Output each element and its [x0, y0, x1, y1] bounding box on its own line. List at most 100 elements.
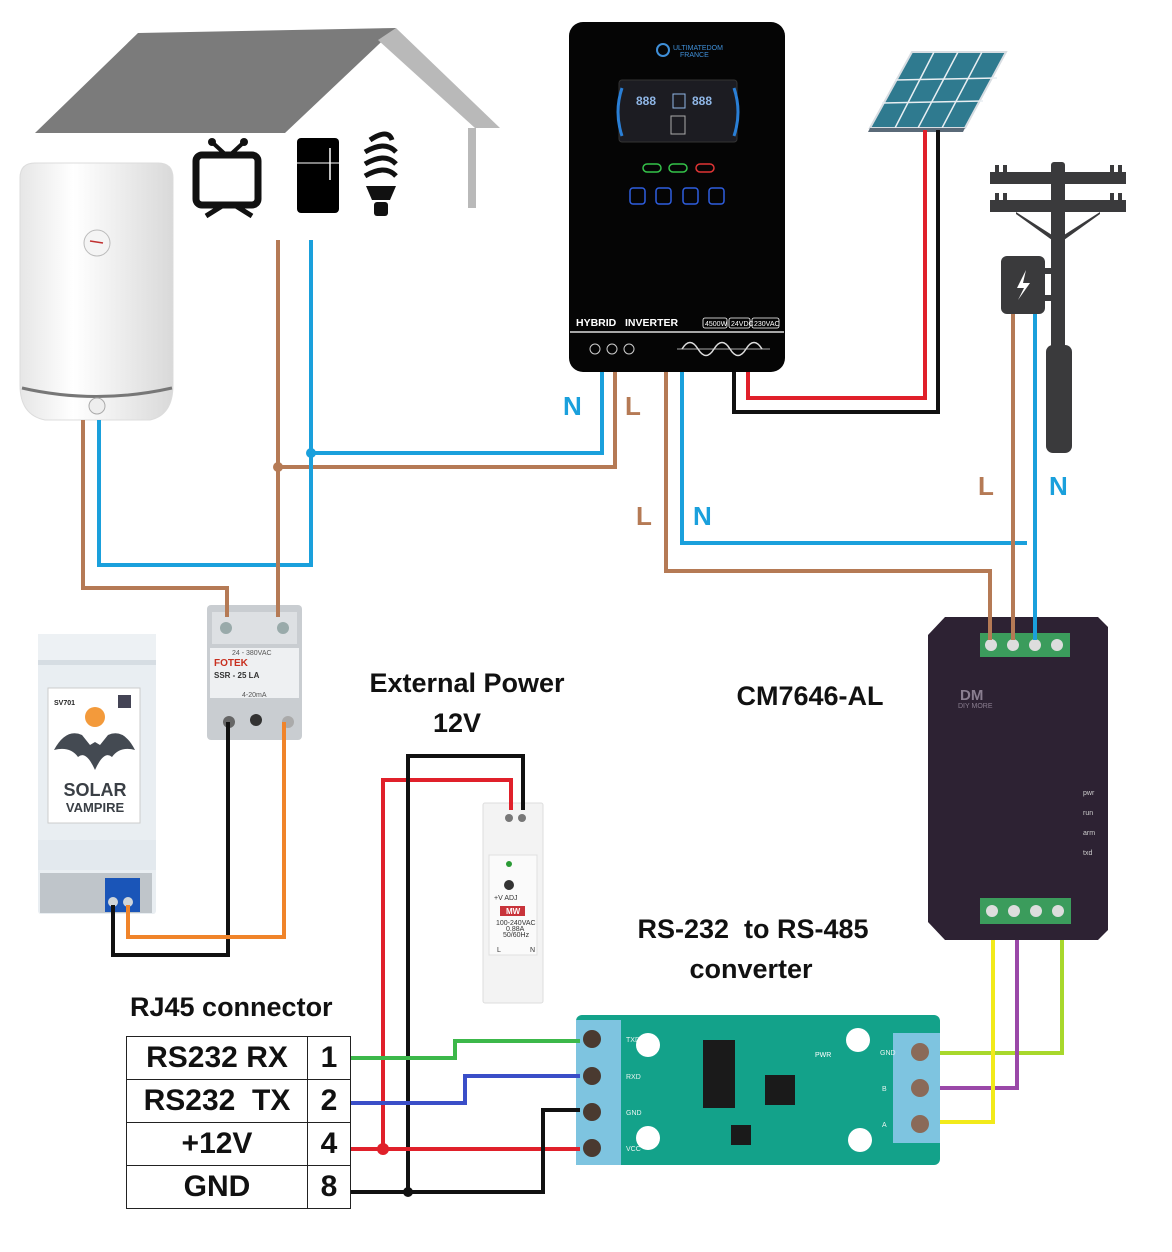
- ssr-brand: FOTEK: [214, 658, 249, 669]
- junction-12v: [377, 1143, 389, 1155]
- svg-text:ULTIMATEDOM: ULTIMATEDOM: [673, 45, 723, 52]
- ssr-rating: 24 - 380VAC: [232, 650, 272, 657]
- wire-485-gnd: [940, 940, 1064, 1055]
- inverter-down-button: [682, 187, 699, 205]
- terminal-block: [105, 878, 140, 912]
- signal-cell: GND: [126, 1165, 308, 1209]
- wire-house-live: [276, 240, 617, 469]
- svg-text:888: 888: [636, 94, 656, 108]
- junction-gnd: [403, 1187, 413, 1197]
- energy-meter-cm7646: DM DIY MORE pwr run arm txd: [928, 617, 1108, 940]
- wire-gnd: [350, 1108, 580, 1194]
- solar-vampire-device: SV701 SOLAR VAMPIRE: [38, 634, 156, 914]
- wire-485-a: [940, 940, 995, 1124]
- wire-inverter-in-neutral: [680, 372, 1027, 545]
- inverter-label: HYBRID INVERTER: [576, 317, 679, 329]
- inverter-badges: 4500W 24VDC 230VAC: [702, 317, 780, 329]
- led-txd: txd: [1083, 850, 1092, 857]
- wire-rs232-tx: [350, 1074, 580, 1105]
- svg-text:888: 888: [692, 94, 712, 108]
- house-wall: [468, 128, 476, 208]
- pin-485-a: A: [882, 1122, 887, 1129]
- lightning-icon: [1017, 270, 1030, 300]
- lightbulb-icon: [363, 131, 398, 216]
- led-arm: arm: [1083, 830, 1095, 837]
- wire-rs232-rx: [350, 1039, 580, 1060]
- psu-freq: 50/60Hz: [503, 932, 530, 939]
- wire-heater-neutral: [97, 420, 313, 567]
- label-inverter-out-l: L: [625, 391, 641, 421]
- badge-power: 4500W: [705, 321, 728, 328]
- label-inverter-in-l: L: [636, 501, 652, 531]
- junction-neutral: [306, 448, 316, 458]
- wires: [81, 130, 1064, 1197]
- meter-brand: DM: [960, 687, 983, 704]
- badge-ac: 230VAC: [754, 321, 780, 328]
- solid-state-relay: FOTEK SSR - 25 LA 24 - 380VAC 4-20mA: [207, 605, 302, 740]
- pin-485-b: B: [882, 1086, 887, 1093]
- label-inverter-in-n: N: [693, 501, 712, 531]
- pin-cell: 1: [307, 1036, 351, 1080]
- sine-wave-icon: [681, 341, 763, 357]
- solar-vampire-name-2: VAMPIRE: [66, 800, 125, 815]
- inverter-up-button: [655, 187, 672, 205]
- house-roof-edge: [378, 28, 500, 128]
- solar-panel: [868, 51, 1008, 132]
- wire-inverter-in-live: [664, 372, 992, 640]
- junction-live: [273, 462, 283, 472]
- pin-txd: TXD: [626, 1037, 640, 1044]
- psu-current: 0.88A: [506, 926, 525, 933]
- wire-ssr-positive: [126, 722, 286, 939]
- wire-solar-negative: [732, 130, 940, 414]
- signal-cell: +12V: [126, 1122, 308, 1166]
- psu-rating: 100-240VAC: [496, 920, 536, 927]
- rj45-pinout-table: RS232 RX 1 RS232 TX 2 +12V 4 GND 8: [126, 1036, 351, 1209]
- pin-gnd: GND: [626, 1110, 642, 1117]
- external-power-title: External Power: [369, 668, 565, 698]
- thermostat-dial: [83, 229, 111, 257]
- table-row: RS232 TX 2: [126, 1079, 351, 1123]
- psu-brand: MW: [506, 907, 521, 916]
- meter-sub: DIY MORE: [958, 703, 993, 710]
- pin-485-gnd: GND: [880, 1050, 896, 1057]
- pin-cell: 2: [307, 1079, 351, 1123]
- hybrid-inverter: ULTIMATEDOM FRANCE 888 888 HYBRID INVERT…: [569, 22, 785, 372]
- table-row: GND 8: [126, 1165, 351, 1209]
- utility-pole: [990, 162, 1126, 453]
- solar-vampire-model: SV701: [54, 700, 75, 707]
- converter-subtitle: converter: [689, 954, 813, 984]
- house-roof: [35, 28, 396, 133]
- rj45-title: RJ45 connector: [130, 992, 333, 1022]
- inverter-buttons: [629, 187, 725, 205]
- led-run: run: [1083, 810, 1093, 817]
- wire-psu-negative: [406, 754, 525, 1192]
- tv-icon: [192, 138, 262, 219]
- wire-heater-live: [81, 420, 229, 617]
- pin-cell: 8: [307, 1165, 351, 1209]
- table-row: +12V 4: [126, 1122, 351, 1166]
- solar-vampire-name-1: SOLAR: [64, 780, 127, 800]
- psu-pin-l: L: [497, 947, 501, 954]
- sun-icon: [85, 707, 105, 727]
- meter-leds: pwr run arm txd: [1083, 790, 1095, 857]
- inverter-lcd: [618, 79, 738, 143]
- inverter-esc-button: [629, 187, 646, 205]
- label-grid-l: L: [978, 471, 994, 501]
- meter-model-label: CM7646-AL: [736, 681, 883, 711]
- pwr-label: PWR: [815, 1052, 831, 1059]
- wire-psu-positive: [381, 778, 513, 1149]
- psu-pin-n: N: [530, 947, 535, 954]
- rs232-rs485-board: TXD RXD GND VCC PWR GND B A: [576, 1015, 940, 1165]
- converter-title: RS-232 to RS-485: [637, 914, 868, 944]
- ssr-input: 4-20mA: [242, 692, 267, 699]
- wire-ssr-negative: [111, 722, 230, 957]
- svg-text:FRANCE: FRANCE: [680, 52, 709, 59]
- wire-485-b: [940, 940, 1019, 1090]
- label-grid-n: N: [1049, 471, 1068, 501]
- ssr-model: SSR - 25 LA: [214, 671, 260, 680]
- wire-house-neutral: [309, 240, 604, 455]
- pin-cell: 4: [307, 1122, 351, 1166]
- signal-cell: RS232 TX: [126, 1079, 308, 1123]
- house: [35, 28, 500, 208]
